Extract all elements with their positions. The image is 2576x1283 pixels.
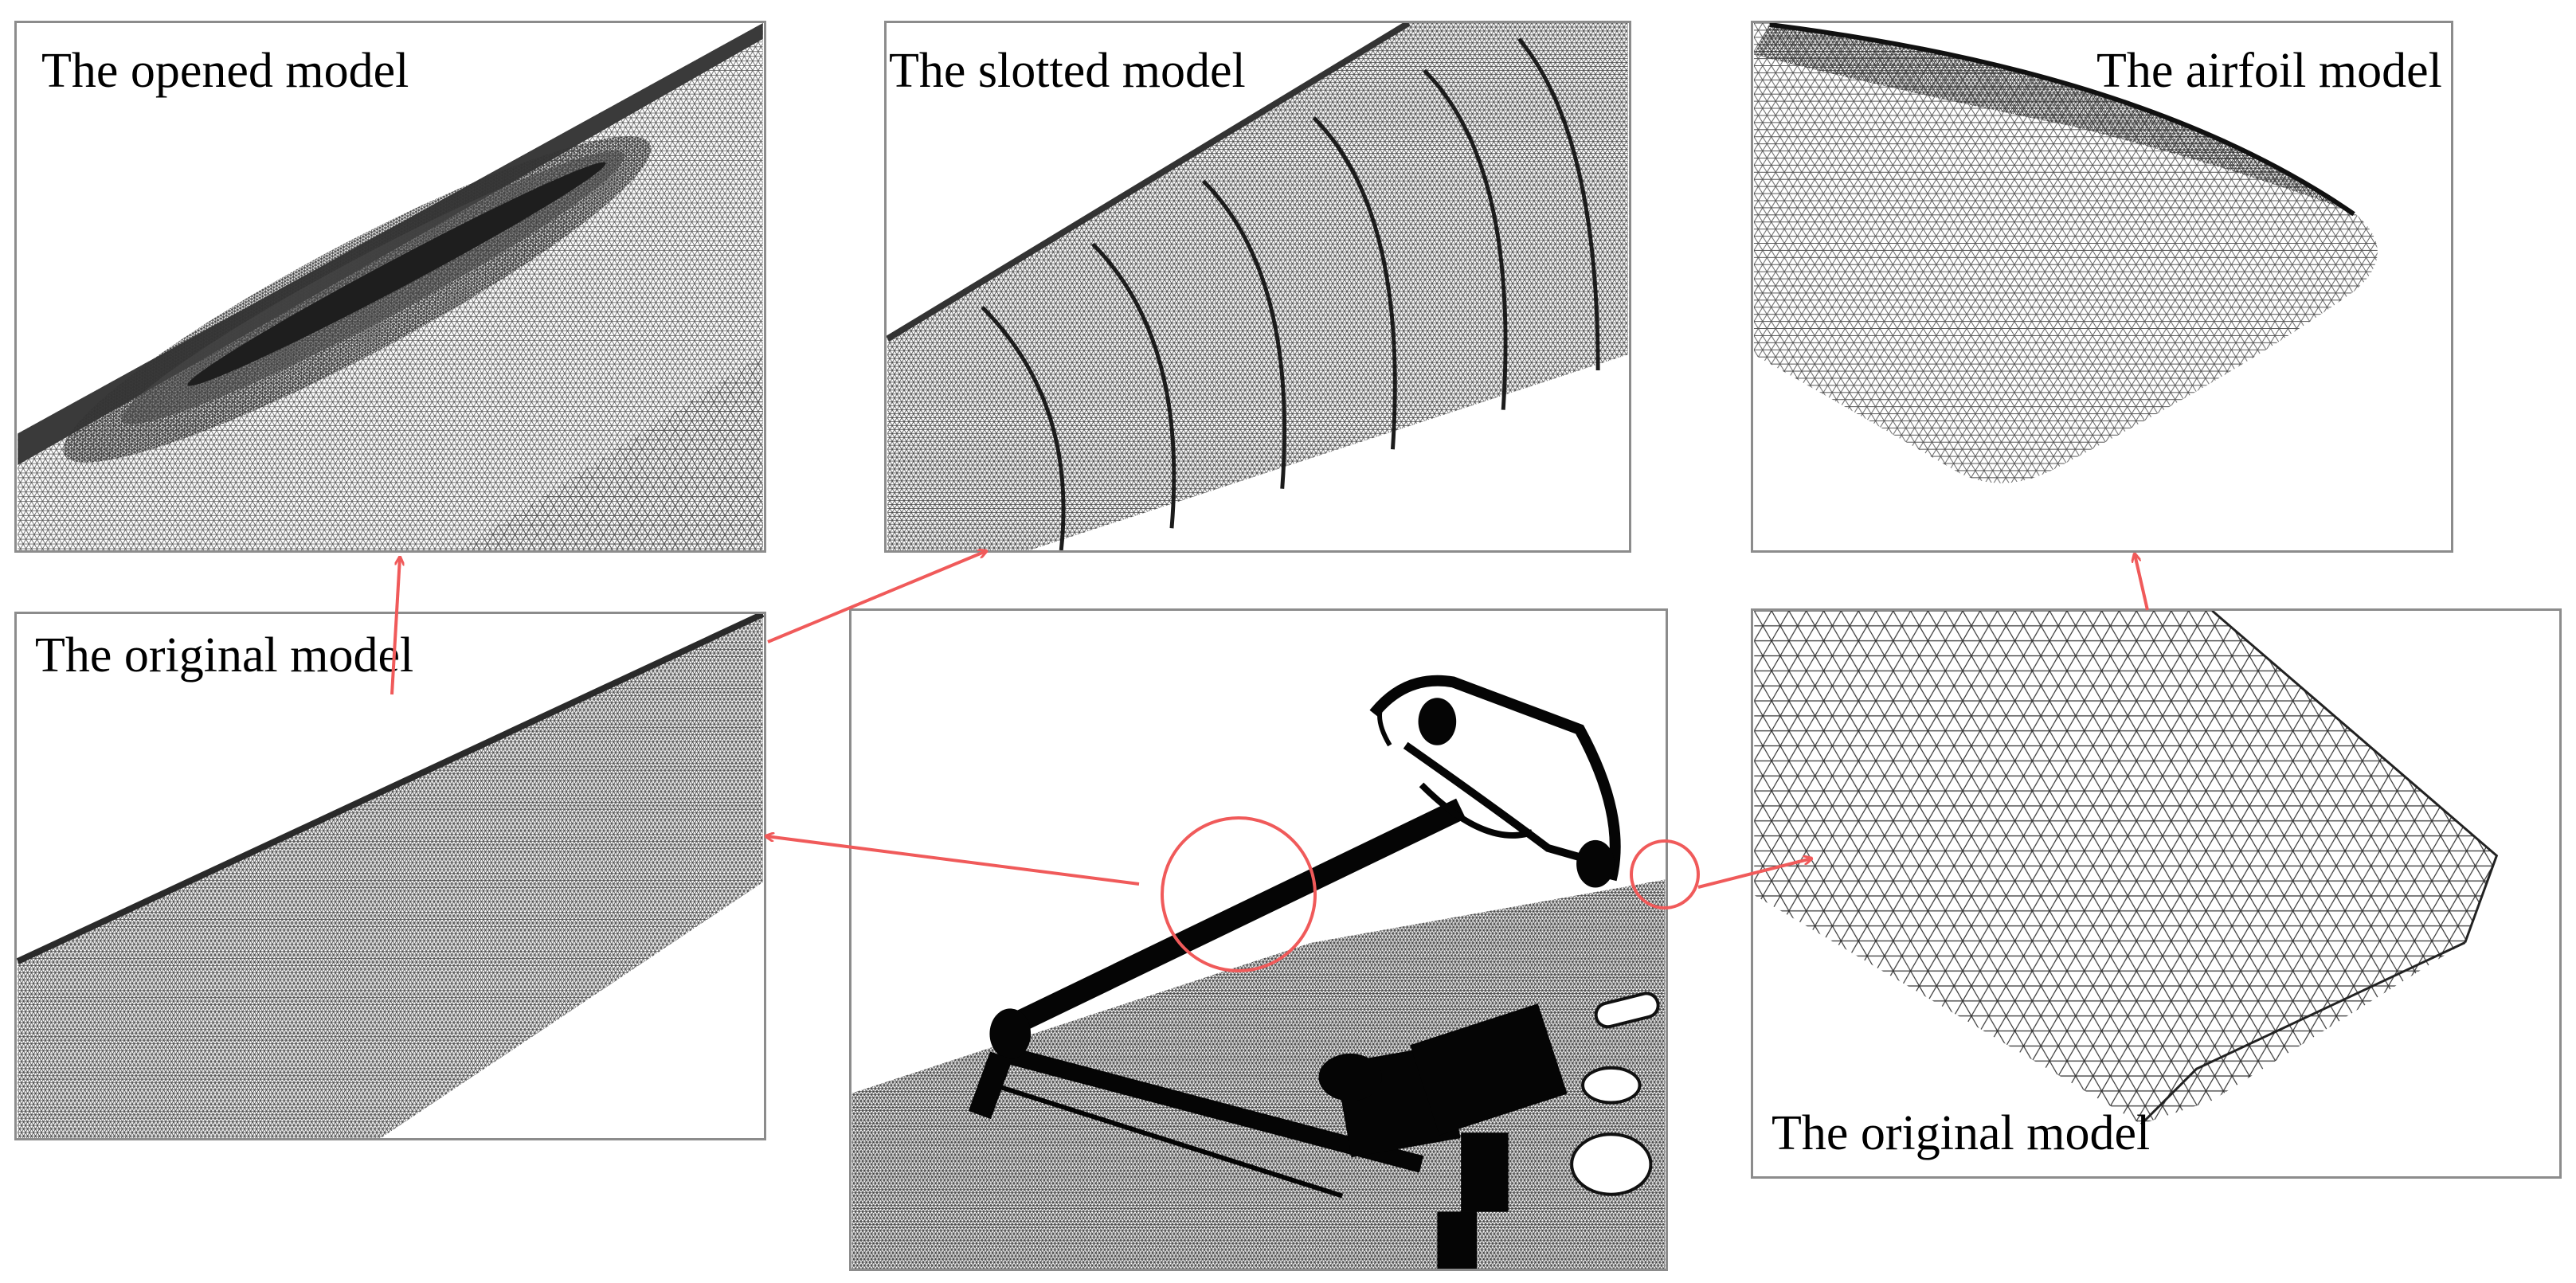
original-model-left-panel xyxy=(14,612,766,1140)
pantograph-overview xyxy=(851,675,1666,1269)
opened-model-panel xyxy=(14,21,766,553)
original-model-left-label: The original model xyxy=(35,628,414,683)
arrow-to-airfoil xyxy=(2135,554,2149,611)
slotted-model-panel xyxy=(884,21,1631,553)
airfoil-model-mesh xyxy=(1753,23,2378,483)
original-model-right-mesh xyxy=(1754,611,2499,1125)
original-model-left-mesh xyxy=(17,614,764,1138)
opened-model-label: The opened model xyxy=(41,44,409,98)
roof-openings xyxy=(1570,992,1660,1196)
slotted-model-label: The slotted model xyxy=(889,44,1246,98)
pantograph-head xyxy=(1369,675,1621,882)
pantograph-base xyxy=(1318,1003,1568,1269)
slot-lines xyxy=(981,37,1600,550)
opened-model-mesh xyxy=(18,23,763,550)
airfoil-model-panel xyxy=(1751,21,2453,553)
original-model-right-panel xyxy=(1751,608,2562,1179)
pantograph-overview-panel xyxy=(849,608,1668,1271)
original-model-right-label: The original model xyxy=(1771,1106,2151,1160)
slotted-model-mesh xyxy=(887,23,1628,550)
airfoil-model-label: The airfoil model xyxy=(2096,44,2442,98)
